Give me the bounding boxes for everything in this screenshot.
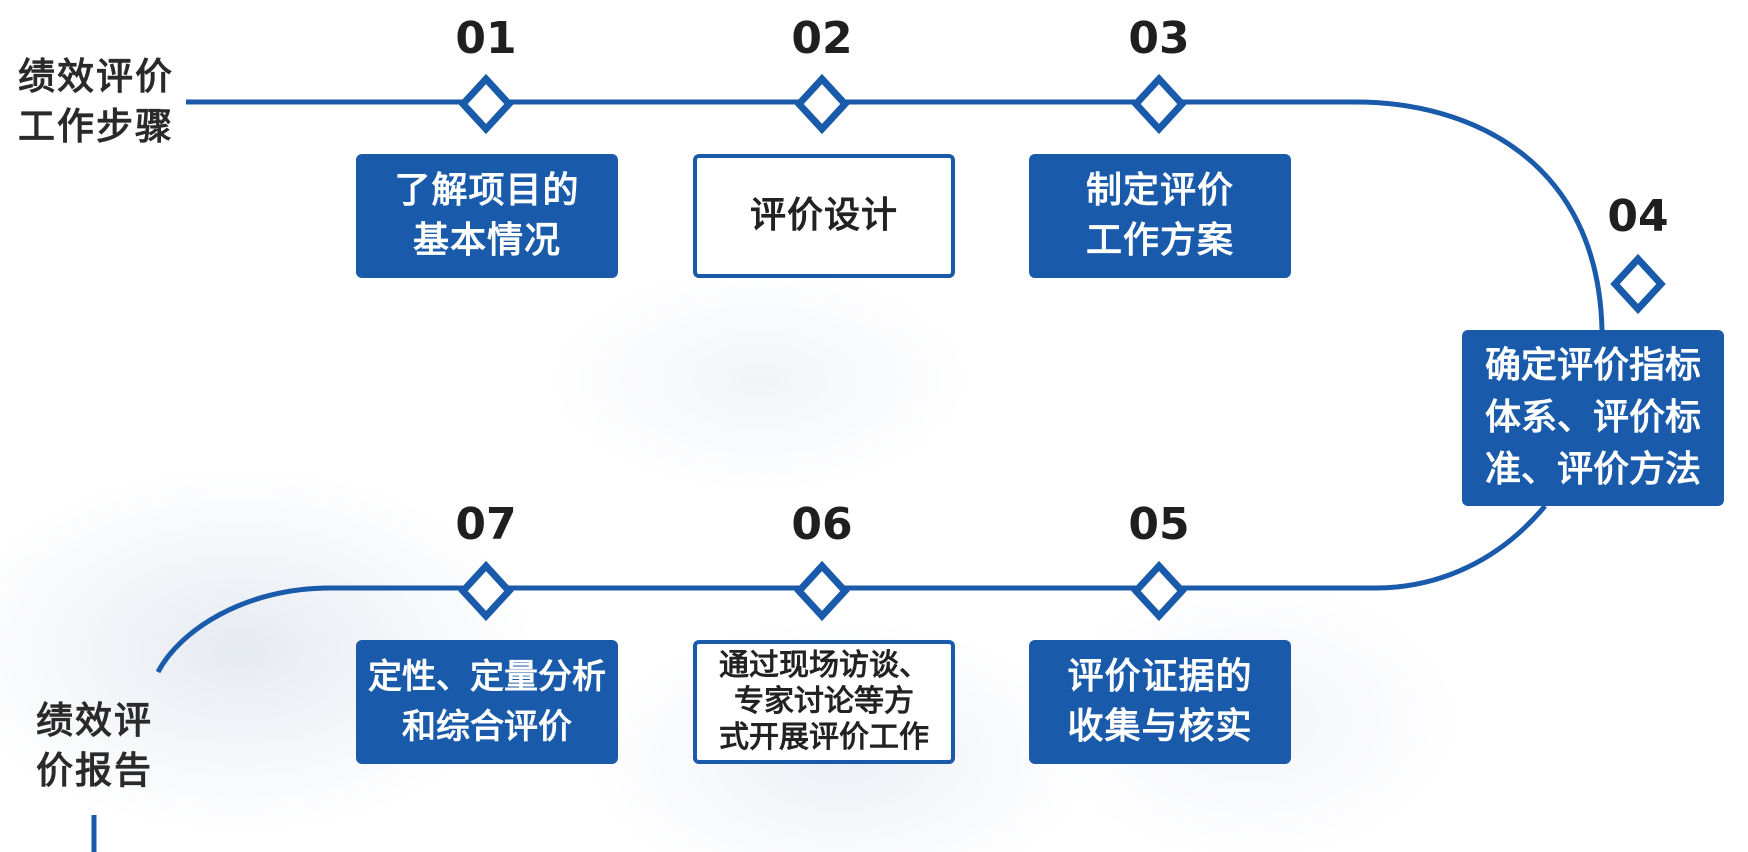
step-06-marker-icon xyxy=(794,560,850,622)
step-03-label: 制定评价 工作方案 xyxy=(1085,170,1234,261)
step-07-marker-icon xyxy=(458,560,514,622)
step-04-marker-icon xyxy=(1610,253,1666,315)
step-01-label: 了解项目的 基本情况 xyxy=(394,170,580,261)
step-06-box: 通过现场访谈、 专家讨论等方 式开展评价工作 xyxy=(693,640,955,764)
step-05-box: 评价证据的 收集与核实 xyxy=(1029,640,1291,764)
step-01-marker-icon xyxy=(458,73,514,135)
workflow-title: 绩效评价 工作步骤 xyxy=(18,55,174,148)
step-05-marker-icon xyxy=(1131,560,1187,622)
step-07-number: 07 xyxy=(455,499,517,550)
step-04-number: 04 xyxy=(1607,191,1669,242)
step-07-label: 定性、定量分析 和综合评价 xyxy=(368,657,606,747)
step-06-number: 06 xyxy=(791,499,853,550)
step-03-marker-icon xyxy=(1131,73,1187,135)
step-01-box: 了解项目的 基本情况 xyxy=(356,154,618,278)
path-line-top xyxy=(186,99,1605,331)
step-06-label: 通过现场访谈、 专家讨论等方 式开展评价工作 xyxy=(719,648,929,755)
step-02-number: 02 xyxy=(791,13,853,64)
report-title: 绩效评 价报告 xyxy=(36,699,153,792)
step-05-number: 05 xyxy=(1128,499,1190,550)
step-02-box: 评价设计 xyxy=(693,154,955,278)
step-01-number: 01 xyxy=(455,13,517,64)
step-05-label: 评价证据的 收集与核实 xyxy=(1067,656,1253,747)
step-02-marker-icon xyxy=(794,73,850,135)
step-07-box: 定性、定量分析 和综合评价 xyxy=(356,640,618,764)
step-02-label: 评价设计 xyxy=(749,195,898,236)
step-03-box: 制定评价 工作方案 xyxy=(1029,154,1291,278)
step-04-box: 确定评价指标 体系、评价标 准、评价方法 xyxy=(1462,330,1724,506)
step-04-label: 确定评价指标 体系、评价标 准、评价方法 xyxy=(1484,345,1701,490)
path-line-middle xyxy=(155,504,1547,674)
step-03-number: 03 xyxy=(1128,13,1190,64)
